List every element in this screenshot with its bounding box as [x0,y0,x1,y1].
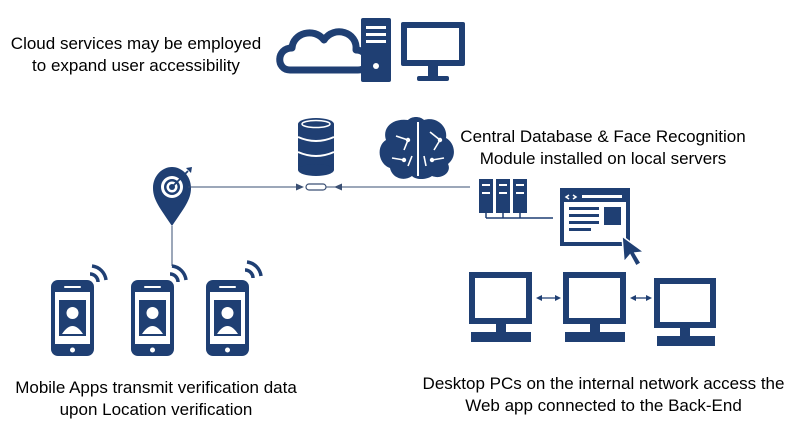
wifi-signal-icon [169,264,188,283]
wifi-signal-icon [244,260,263,279]
mobile-caption-line-1: Mobile Apps transmit verification data [15,378,297,397]
desktop-caption-line-2: Web app connected to the Back-End [465,396,742,415]
web-app-window-icon [560,188,630,246]
database-caption-line-2: Module installed on local servers [479,149,727,168]
cloud-caption-line-2: to expand user accessibility [32,56,240,75]
cloud-icon [276,28,371,74]
phone-icon [206,280,249,356]
cursor-icon [621,234,647,268]
database-caption: Central Database & Face Recognition Modu… [448,126,758,170]
phone-icon [131,280,174,356]
hub-node [305,183,327,191]
desktop-caption-line-1: Desktop PCs on the internal network acce… [422,374,785,393]
cloud-caption: Cloud services may be employed to expand… [0,33,272,77]
cloud-caption-line-1: Cloud services may be employed [10,34,262,53]
database-icon [297,118,335,176]
phone-icon [51,280,94,356]
connector-lines [171,186,470,266]
network-arrows [536,295,652,301]
server-rack-icon [479,179,553,219]
mobile-caption: Mobile Apps transmit verification data u… [0,377,312,421]
server-tower-icon [361,18,391,82]
wifi-signal-icon [89,264,108,283]
desktop-caption: Desktop PCs on the internal network acce… [408,373,799,417]
database-caption-line-1: Central Database & Face Recognition [460,127,746,146]
brain-icon [379,117,454,179]
connector-arrowheads [296,183,342,191]
desktop-pc-icon [469,272,532,342]
location-pin-icon [153,167,192,226]
desktop-pc-icon [563,272,626,342]
mobile-caption-line-2: upon Location verification [59,400,253,419]
desktop-pc-icon [654,278,716,346]
monitor-icon [401,22,465,81]
